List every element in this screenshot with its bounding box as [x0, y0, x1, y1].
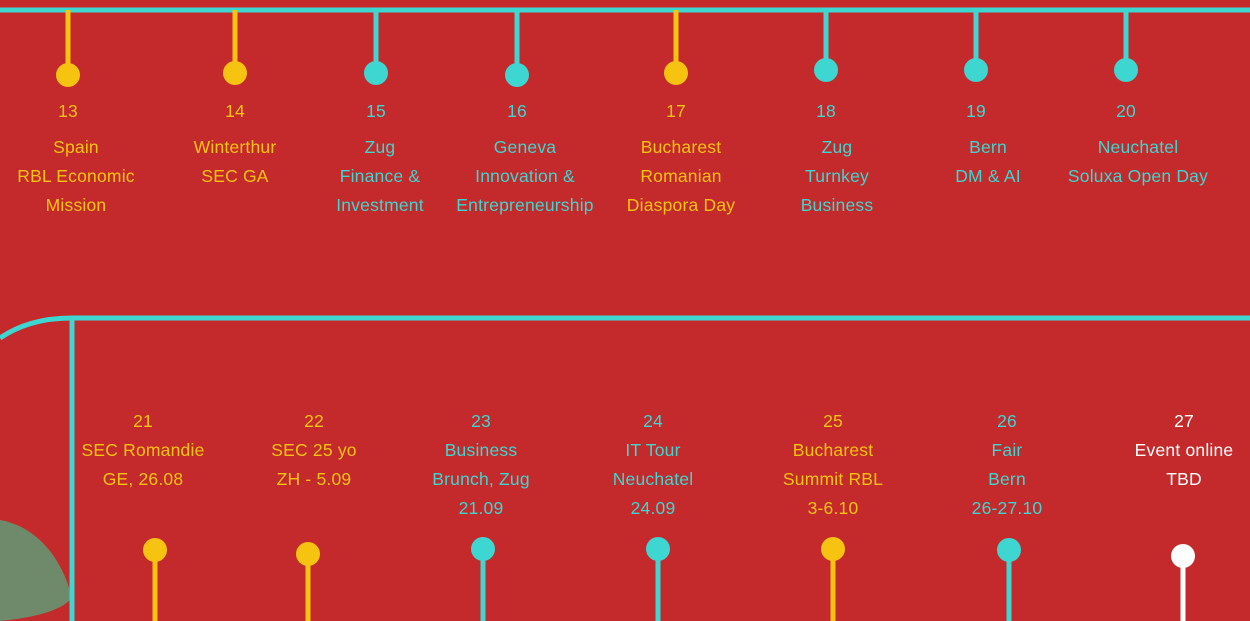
- event-city: Zug: [364, 137, 396, 157]
- timeline-curve: [0, 315, 73, 341]
- event-city: Bern: [969, 137, 1007, 157]
- event-dot: [1171, 544, 1195, 568]
- event-number: 23: [471, 411, 491, 431]
- event-description: Event online: [1134, 440, 1234, 460]
- event-description: Summit RBL: [782, 469, 884, 489]
- event-dot: [505, 63, 529, 87]
- event-city: Bucharest: [640, 137, 722, 157]
- event-description: Finance &: [339, 166, 421, 186]
- event-description: RBL Economic: [17, 166, 135, 186]
- event-description: Entrepreneurship: [456, 195, 594, 215]
- event-description: 26-27.10: [971, 498, 1043, 518]
- event-description: 21.09: [458, 498, 504, 518]
- event-dot: [814, 58, 838, 82]
- event-number: 15: [366, 101, 386, 121]
- event-dot: [223, 61, 247, 85]
- event-dot: [56, 63, 80, 87]
- event-number: 25: [823, 411, 843, 431]
- event-description: Business: [444, 440, 518, 460]
- event-dot: [646, 537, 670, 561]
- event-number: 17: [666, 101, 686, 121]
- event-city: Winterthur: [193, 137, 277, 157]
- event-number: 14: [225, 101, 245, 121]
- event-description: Bern: [988, 469, 1026, 489]
- event-description: GE, 26.08: [102, 469, 184, 489]
- event-dot: [664, 61, 688, 85]
- event-description: 3-6.10: [807, 498, 859, 518]
- event-number: 18: [816, 101, 836, 121]
- event-dot: [997, 538, 1021, 562]
- event-dot: [821, 537, 845, 561]
- event-description: SEC GA: [201, 166, 269, 186]
- event-number: 21: [133, 411, 153, 431]
- event-description: Innovation &: [475, 166, 575, 186]
- event-dot: [471, 537, 495, 561]
- event-description: TBD: [1166, 469, 1202, 489]
- event-dot: [1114, 58, 1138, 82]
- event-description: 24.09: [630, 498, 676, 518]
- event-description: Brunch, Zug: [432, 469, 530, 489]
- event-number: 13: [58, 101, 78, 121]
- event-city: Spain: [53, 137, 99, 157]
- event-city: Geneva: [493, 137, 557, 157]
- event-description: Bucharest: [792, 440, 874, 460]
- event-number: 16: [507, 101, 527, 121]
- event-description: Soluxa Open Day: [1067, 166, 1209, 186]
- event-description: Neuchatel: [612, 469, 694, 489]
- event-number: 19: [966, 101, 986, 121]
- event-number: 27: [1174, 411, 1194, 431]
- event-dot: [296, 542, 320, 566]
- event-number: 24: [643, 411, 663, 431]
- event-number: 20: [1116, 101, 1136, 121]
- event-description: DM & AI: [955, 166, 1021, 186]
- event-description: Diaspora Day: [626, 195, 736, 215]
- event-number: 26: [997, 411, 1017, 431]
- event-number: 22: [304, 411, 324, 431]
- event-description: Turnkey: [805, 166, 869, 186]
- event-description: Mission: [45, 195, 107, 215]
- event-city: Neuchatel: [1097, 137, 1179, 157]
- leaf-decoration: [0, 520, 72, 621]
- event-description: Investment: [336, 195, 424, 215]
- event-dot: [964, 58, 988, 82]
- event-description: Romanian: [640, 166, 722, 186]
- event-description: IT Tour: [625, 440, 681, 460]
- event-description: SEC Romandie: [81, 440, 205, 460]
- event-dot: [143, 538, 167, 562]
- event-description: ZH - 5.09: [276, 469, 352, 489]
- event-description: Fair: [991, 440, 1023, 460]
- event-description: Business: [800, 195, 874, 215]
- event-city: Zug: [821, 137, 853, 157]
- event-description: SEC 25 yo: [271, 440, 357, 460]
- event-dot: [364, 61, 388, 85]
